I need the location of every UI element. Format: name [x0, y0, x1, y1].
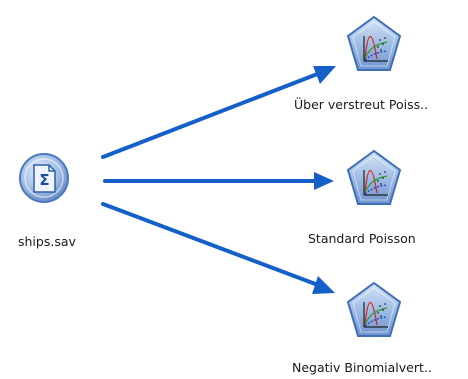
- source-node-ships[interactable]: Σ ships.sav: [14, 146, 76, 249]
- genlin-model-nugget-icon: [346, 15, 402, 71]
- model-node-3[interactable]: Negativ Binomialvert..: [292, 280, 432, 375]
- arrowhead-icon: [312, 276, 335, 294]
- model-node-label: Standard Poisson: [308, 231, 416, 246]
- link-source-to-model-1[interactable]: [101, 66, 336, 159]
- arrowhead-icon: [313, 66, 336, 84]
- link-source-to-model-3[interactable]: [101, 202, 335, 294]
- svg-text:Σ: Σ: [39, 171, 49, 189]
- genlin-model-nugget-icon: [346, 281, 402, 337]
- model-node-1[interactable]: Über verstreut Poiss..: [294, 14, 428, 112]
- model-node-label: Negativ Binomialvert..: [292, 360, 432, 375]
- arrowhead-icon: [314, 172, 334, 190]
- model-node-label: Über verstreut Poiss..: [294, 97, 429, 112]
- model-node-2[interactable]: Standard Poisson: [308, 148, 416, 246]
- genlin-model-nugget-icon: [346, 149, 402, 205]
- link-source-to-model-2[interactable]: [103, 172, 334, 190]
- spss-data-file-icon: Σ: [19, 153, 69, 203]
- source-node-label: ships.sav: [18, 234, 76, 249]
